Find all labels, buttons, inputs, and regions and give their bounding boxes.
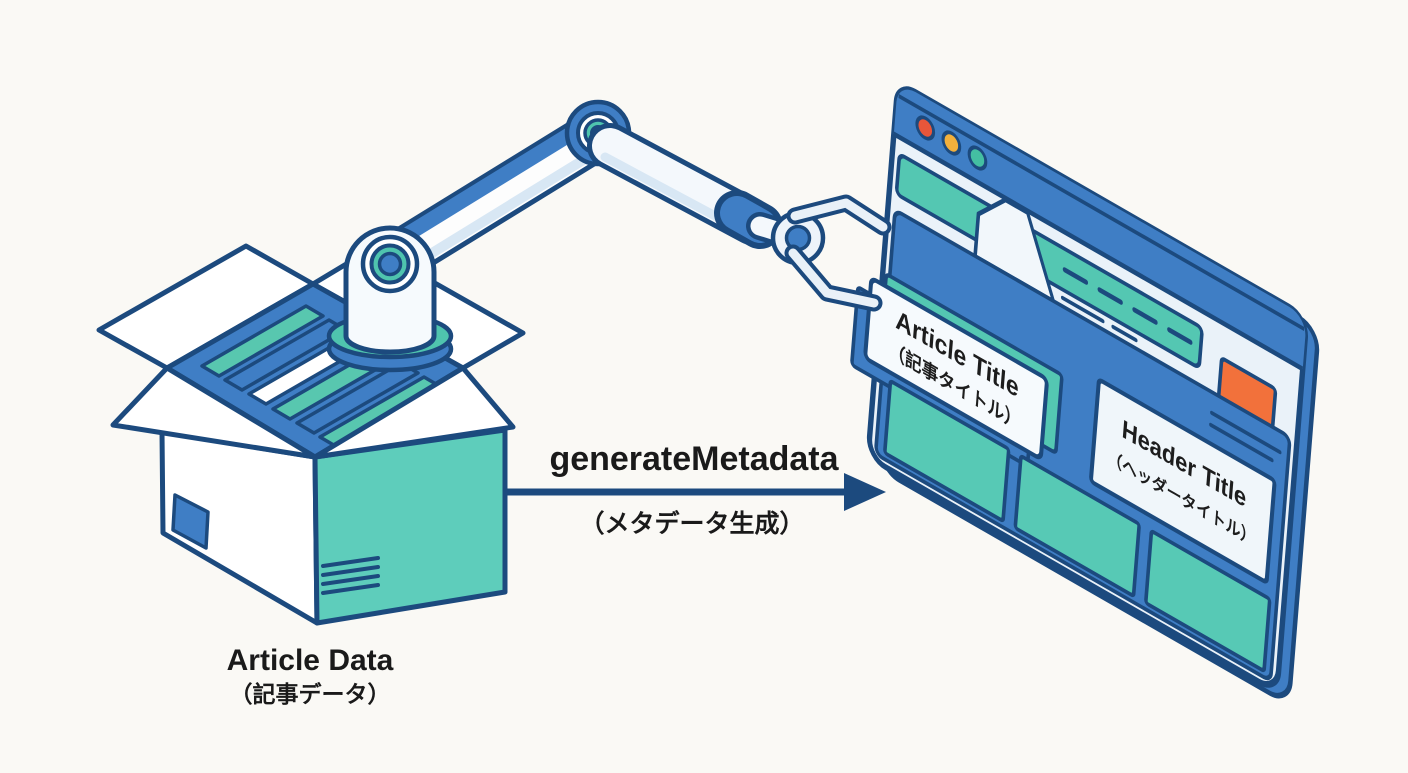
close-dot-red-icon[interactable]	[915, 114, 936, 143]
header-placeholder-lines	[1209, 410, 1282, 463]
process-label-jp: （メタデータ生成）	[579, 509, 804, 538]
article-data-box	[96, 243, 526, 626]
process-label: generateMetadata （メタデータ生成）	[506, 440, 886, 538]
robot-base	[326, 225, 454, 373]
minimize-dot-orange-icon[interactable]	[941, 129, 962, 158]
box-face-right	[312, 427, 508, 626]
robot-arm	[326, 99, 826, 373]
process-arrow-icon	[506, 473, 886, 511]
process-function-name: generateMetadata	[549, 440, 839, 478]
box-flap-front-right	[312, 365, 516, 460]
box-label-en: Article Data	[227, 644, 394, 677]
text-placeholder-dashes	[1060, 295, 1138, 343]
robot-forearm	[587, 123, 800, 249]
box-caption: Article Data （記事データ）	[227, 644, 394, 707]
article-title-slab: Article Title （記事タイトル）	[850, 273, 1064, 467]
box-label-jp: （記事データ）	[230, 681, 391, 707]
box-flap-front-left	[110, 365, 318, 460]
browser-window: Header Title （ヘッダータイトル） Article Title （記…	[850, 82, 1320, 699]
shipping-label-icon	[171, 493, 210, 550]
search-placeholder-dashes	[1062, 267, 1193, 345]
content-card[interactable]	[883, 379, 1011, 523]
expand-dot-teal-icon[interactable]	[967, 144, 988, 173]
gripper-claws	[784, 194, 892, 312]
robot-upper-arm	[364, 108, 624, 288]
content-cards	[883, 379, 1272, 673]
content-card[interactable]	[1013, 454, 1141, 598]
header-title-panel: Header Title （ヘッダータイトル）	[1089, 378, 1277, 584]
address-lines-icon	[321, 556, 380, 595]
content-card[interactable]	[1144, 529, 1272, 673]
